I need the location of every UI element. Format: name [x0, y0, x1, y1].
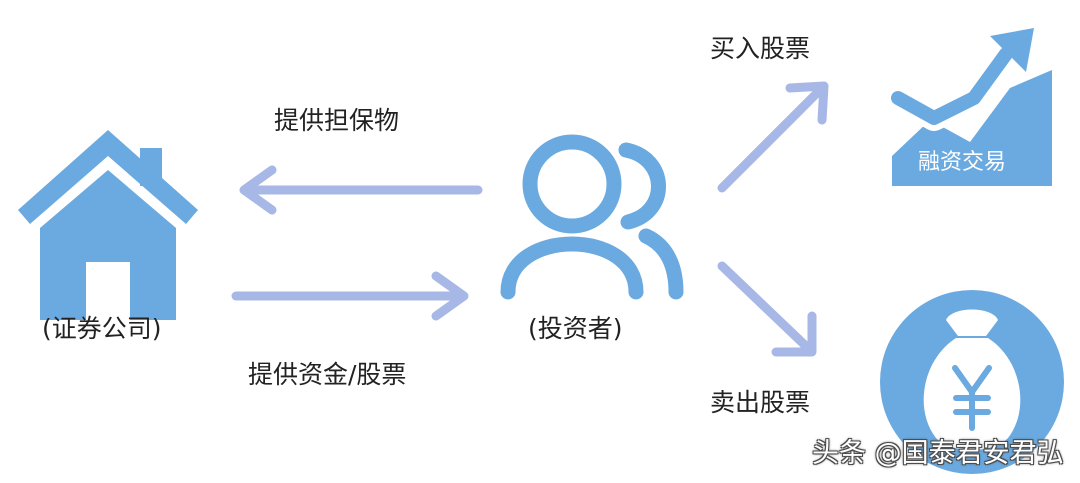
- users-icon: [500, 134, 684, 300]
- arrow-buy: [717, 81, 829, 193]
- margin-trading-label: 融资交易: [918, 150, 1007, 175]
- provide-funds-stock-label: 提供资金/股票: [248, 360, 407, 389]
- watermark: 头条 @国泰君安君弘: [812, 438, 1064, 469]
- sell-stock-label: 卖出股票: [710, 388, 811, 417]
- provide-collateral-label: 提供担保物: [274, 106, 400, 135]
- money-bag-yen-icon: [880, 290, 1064, 474]
- arrow-provide-collateral: [239, 165, 483, 215]
- trend-up-icon: [885, 28, 1052, 186]
- investor-label: (投资者): [528, 314, 623, 343]
- house-icon: [18, 130, 198, 320]
- buy-stock-label: 买入股票: [710, 34, 811, 63]
- arrow-sell: [717, 261, 817, 357]
- arrow-provide-funds: [231, 271, 469, 321]
- securities-company-label: (证券公司): [42, 314, 162, 343]
